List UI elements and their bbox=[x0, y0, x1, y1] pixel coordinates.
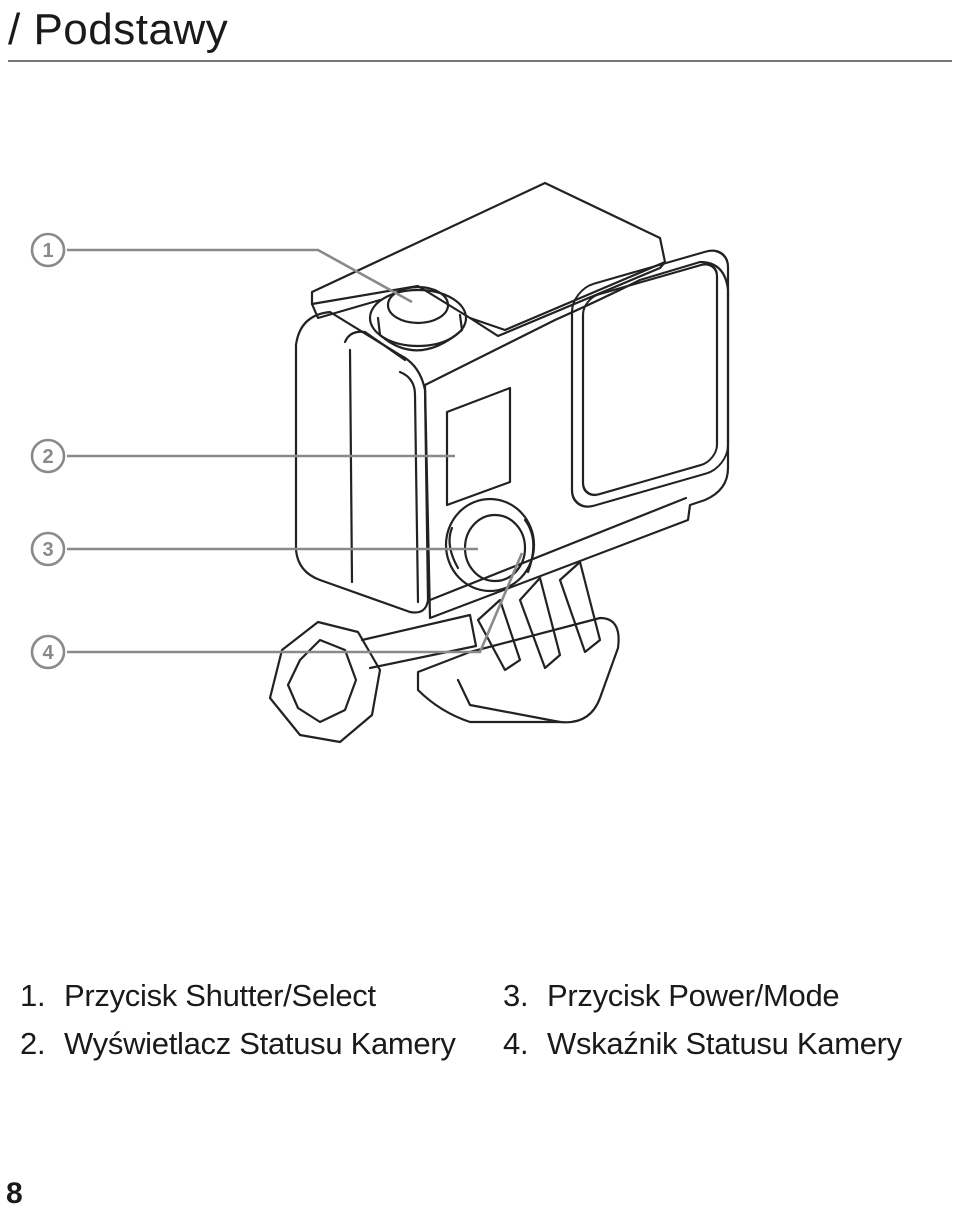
parts-legend: 1. Przycisk Shutter/Select 2. Wyświetlacz … bbox=[0, 970, 960, 1080]
callout-line-4 bbox=[67, 552, 524, 654]
legend-item-label: Przycisk Shutter/Select bbox=[64, 978, 376, 1013]
callout-2-number: 2 bbox=[42, 446, 53, 468]
shutter-button-side bbox=[376, 313, 464, 352]
power-button-notch bbox=[448, 518, 535, 574]
legend-item: 4. Wskaźnik Statusu Kamery bbox=[503, 1024, 902, 1064]
lens-window-inner bbox=[581, 263, 719, 497]
housing-left-inner bbox=[343, 330, 420, 604]
thumb-screw-knob-inner bbox=[286, 638, 358, 724]
legend-item-number: 1. bbox=[20, 978, 46, 1013]
thumb-screw-knob bbox=[268, 620, 382, 744]
legend-item-label: Przycisk Power/Mode bbox=[547, 978, 840, 1013]
legend-item-number: 2. bbox=[20, 1026, 46, 1061]
camera-diagram: 1 2 3 4 bbox=[30, 181, 730, 744]
callout-3-number: 3 bbox=[42, 539, 53, 561]
legend-item-label: Wyświetlacz Statusu Kamery bbox=[64, 1026, 456, 1061]
mount-arm-3 bbox=[558, 560, 602, 654]
shutter-button-base bbox=[368, 288, 468, 348]
legend-item-label: Wskaźnik Statusu Kamery bbox=[547, 1026, 902, 1061]
mount-arm-2 bbox=[518, 576, 562, 670]
housing-left-body bbox=[294, 310, 430, 614]
mount-base-edge bbox=[456, 678, 562, 724]
mount-base bbox=[416, 616, 620, 724]
page-title: / Podstawy bbox=[8, 5, 229, 54]
callout-1-number: 1 bbox=[42, 240, 53, 262]
title-divider bbox=[8, 60, 952, 62]
housing-right-face-inner bbox=[428, 496, 688, 602]
callout-3: 3 bbox=[30, 531, 66, 567]
legend-item: 2. Wyświetlacz Statusu Kamery bbox=[20, 1024, 456, 1064]
housing-right-face bbox=[423, 260, 730, 620]
callout-1: 1 bbox=[30, 232, 66, 268]
mount-arm-1 bbox=[476, 598, 522, 672]
legend-item: 3. Przycisk Power/Mode bbox=[503, 976, 840, 1016]
housing-top-plate bbox=[310, 181, 667, 332]
shutter-button-top bbox=[386, 285, 450, 325]
callout-2: 2 bbox=[30, 438, 66, 474]
legend-item: 1. Przycisk Shutter/Select bbox=[20, 976, 376, 1016]
page-number: 8 bbox=[6, 1177, 23, 1210]
legend-item-number: 4. bbox=[503, 1026, 529, 1061]
callout-4: 4 bbox=[30, 634, 66, 670]
legend-item-number: 3. bbox=[503, 978, 529, 1013]
lens-window-outer bbox=[570, 249, 730, 508]
callout-line-1 bbox=[67, 248, 413, 304]
callout-4-number: 4 bbox=[42, 642, 54, 664]
status-screen-outline bbox=[445, 386, 512, 507]
thumb-screw-bolt bbox=[360, 613, 478, 670]
